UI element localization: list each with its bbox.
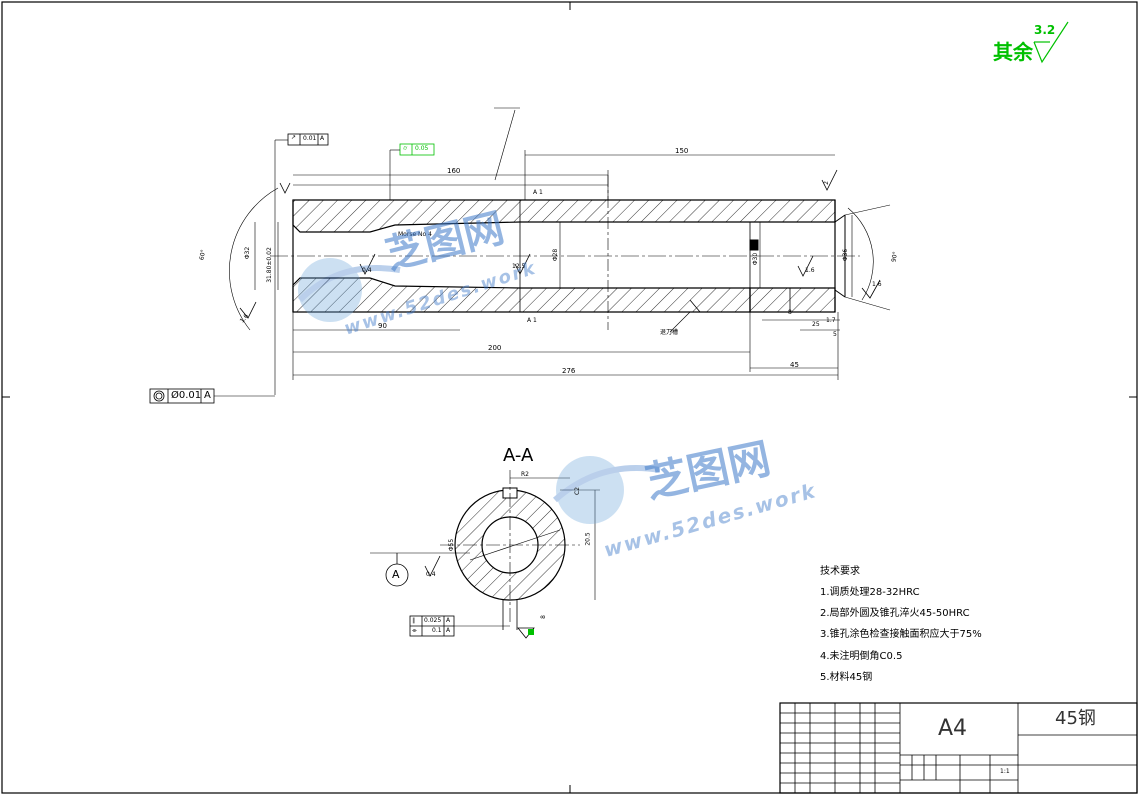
- coaxiality-datum: A: [204, 390, 211, 401]
- dim-276: 276: [562, 367, 576, 375]
- runout-datum: A: [320, 135, 325, 142]
- dim-8: 8: [788, 309, 792, 316]
- dim-r2: R2: [521, 471, 529, 478]
- parallel-icon: ∥: [412, 617, 415, 624]
- symmetry-datum: A: [446, 627, 451, 634]
- dim-d28: Φ28: [552, 248, 560, 262]
- dim-160: 160: [447, 167, 461, 175]
- rough-12-5: 12.5: [512, 263, 526, 270]
- coaxiality-value: Ø0.01: [171, 390, 202, 401]
- rough-sec-0-4: 0.4: [426, 571, 436, 578]
- rough-0-4: 0.4: [362, 267, 372, 274]
- rough-1-6c: 1.6: [872, 281, 882, 288]
- symmetry-icon: ⌯: [412, 627, 417, 634]
- dim-d30: Φ30: [752, 252, 760, 266]
- parallel-datum: A: [446, 617, 451, 624]
- dim-d36: Φ36: [842, 248, 850, 262]
- dim-25: 25: [812, 321, 820, 328]
- runout-icon: ↗: [291, 134, 297, 141]
- dim-c2: C2: [574, 486, 582, 496]
- tech-req-item-5: 5.材料45钢: [820, 672, 873, 683]
- dim-8-sec: 8: [539, 615, 547, 619]
- roughness-note: 其余: [993, 42, 1033, 62]
- rough-1-6a: 1.6: [805, 267, 815, 274]
- material: 45钢: [1055, 708, 1096, 729]
- dim-d32: Φ32: [244, 246, 252, 260]
- tech-req-item-4: 4.未注明倒角C0.5: [820, 651, 903, 662]
- roughness-value: 3.2: [1034, 23, 1056, 37]
- tech-req-item-3: 3.锥孔涂色检查接触面积应大于75%: [820, 629, 982, 640]
- dim-bore: 31.80±0.02: [265, 247, 273, 283]
- sheet-size: A4: [938, 716, 968, 741]
- groove-note: 退刀槽: [660, 329, 679, 336]
- surface-a1-top: A 1: [533, 189, 543, 196]
- dim-200: 200: [488, 344, 502, 352]
- parallel-value: 0.025: [424, 617, 442, 624]
- dim-5: 5: [833, 331, 837, 338]
- dim-d55: Φ55: [448, 538, 456, 552]
- runout-value: 0.01: [303, 135, 317, 142]
- surface-a1-bottom: A 1: [527, 317, 537, 324]
- dim-150: 150: [675, 147, 689, 155]
- datum-a-label: A: [392, 568, 400, 581]
- section-view: [370, 470, 600, 639]
- tech-req-item-2: 2.局部外圆及锥孔淬火45-50HRC: [820, 608, 970, 619]
- scale: 1:1: [1000, 768, 1010, 775]
- tech-req-item-1: 1.调质处理28-32HRC: [820, 587, 920, 598]
- dim-taper: Morse No 4: [398, 231, 432, 238]
- dim-90: 90: [378, 322, 387, 330]
- dim-1-7: 1.7: [826, 317, 836, 324]
- section-label: A-A: [503, 445, 534, 466]
- roughness-prefix: 其余: [993, 40, 1033, 64]
- symmetry-value: 0.1: [432, 627, 442, 634]
- dim-20-5: 20.5: [584, 532, 592, 546]
- roughness-symbol-icon: [1033, 21, 1069, 64]
- cylindricity-value: 0.05: [415, 145, 429, 152]
- title-block: [779, 702, 1138, 794]
- main-view: [149, 107, 891, 404]
- dim-45: 45: [790, 361, 799, 369]
- tech-req-title: 技术要求: [820, 566, 860, 577]
- cylindricity-icon: ⌭: [403, 145, 408, 152]
- dim-ch2: 2: [822, 181, 830, 185]
- watermark-globe-icon: [297, 258, 661, 524]
